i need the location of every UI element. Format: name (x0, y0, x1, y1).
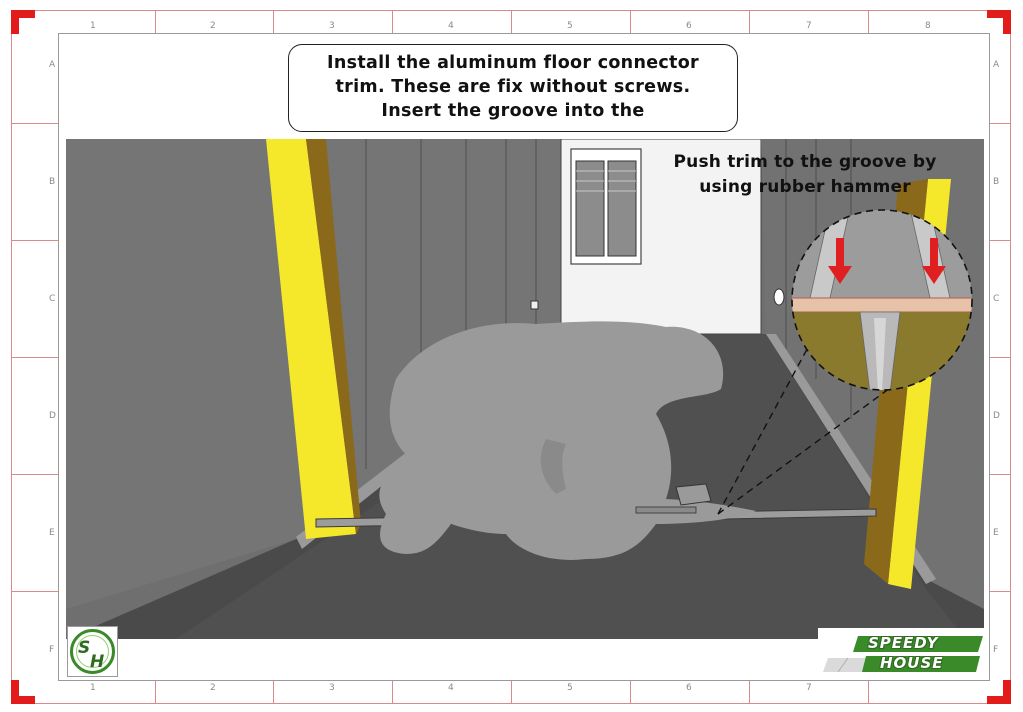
grid-col-label: 6 (686, 22, 692, 31)
grid-row-label: B (49, 178, 55, 187)
grid-row-label: D (993, 412, 1000, 421)
grid-row-label: A (993, 61, 999, 70)
grid-col-label: 2 (210, 22, 216, 31)
instruction-callout: Install the aluminum floor connector tri… (288, 44, 738, 132)
grid-col-label: 3 (329, 684, 335, 693)
grid-row-label: B (993, 178, 999, 187)
grid-col-label: 5 (567, 22, 573, 31)
annotation-line-2: using rubber hammer (640, 175, 970, 200)
instruction-line-2: trim. These are fix without screws. (289, 75, 737, 99)
instruction-line-3: Insert the groove into the (289, 99, 737, 123)
grid-col-label: 7 (806, 684, 812, 693)
grid-col-label: 2 (210, 684, 216, 693)
grid-col-label: 1 (90, 22, 96, 31)
svg-text:H: H (90, 652, 104, 672)
grid-row-label: E (49, 529, 55, 538)
grid-row-label: A (49, 61, 55, 70)
grid-row-label: F (993, 646, 998, 655)
detail-magnifier (790, 208, 975, 393)
annotation-line-1: Push trim to the groove by (640, 150, 970, 175)
grid-row-label: F (49, 646, 54, 655)
hammer-annotation: Push trim to the groove by using rubber … (640, 150, 970, 200)
grid-row-label: C (993, 295, 999, 304)
grid-col-label: 8 (925, 22, 931, 31)
grid-col-label: 7 (806, 22, 812, 31)
brand-text-house: HOUSE (880, 654, 944, 672)
grid-col-label: 4 (448, 22, 454, 31)
brand-text-speedy: SPEEDY (868, 634, 938, 652)
svg-text:S: S (78, 638, 90, 658)
instruction-line-1: Install the aluminum floor connector (289, 51, 737, 75)
grid-row-label: C (49, 295, 55, 304)
grid-col-label: 6 (686, 684, 692, 693)
grid-row-label: D (49, 412, 56, 421)
speedy-house-logo: SPEEDY HOUSE (818, 628, 988, 678)
grid-col-label: 5 (567, 684, 573, 693)
sh-monogram-logo: S H (67, 626, 118, 677)
grid-row-label: E (993, 529, 999, 538)
grid-col-label: 4 (448, 684, 454, 693)
grid-col-label: 3 (329, 22, 335, 31)
grid-col-label: 1 (90, 684, 96, 693)
